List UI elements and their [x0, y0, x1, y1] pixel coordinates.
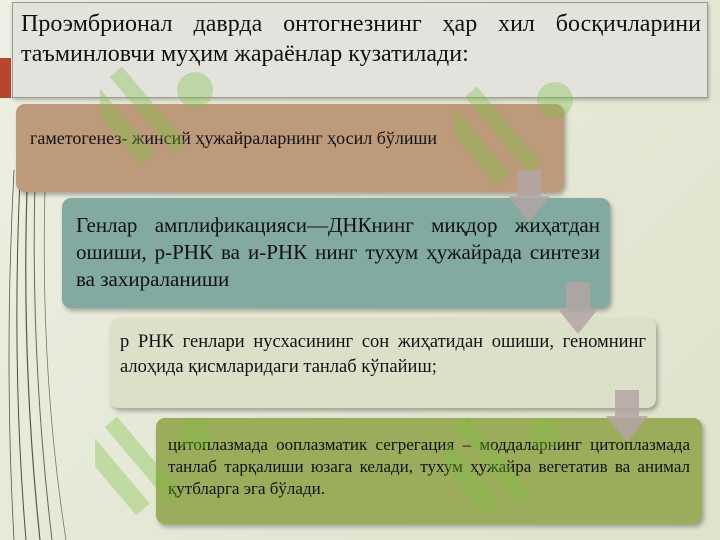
down-arrow-icon [508, 170, 550, 222]
step-box-rrna-genes: р РНК генлари нусхасининг сон жиҳатидан … [110, 318, 656, 408]
step-box-gametogenesis: гаметогенез- жинсий ҳужайраларнинг ҳосил… [16, 104, 564, 192]
step-text: р РНК генлари нусхасининг сон жиҳатидан … [120, 332, 646, 377]
step-box-gene-amplification: Генлар амплификацияси—ДНКнинг миқдор жиҳ… [62, 198, 610, 308]
step-text: цитоплазмада ооплазматик сегрегация – мо… [168, 435, 690, 498]
slide-title: Проэмбрионал даврда онтогнезнинг ҳар хил… [21, 11, 701, 67]
slide-title-box: Проэмбрионал даврда онтогнезнинг ҳар хил… [12, 2, 708, 98]
step-text: Генлар амплификацияси—ДНКнинг миқдор жиҳ… [76, 213, 600, 291]
step-box-ooplasmic-segregation: цитоплазмада ооплазматик сегрегация – мо… [156, 418, 702, 524]
down-arrow-icon [557, 282, 599, 334]
accent-mark [0, 58, 11, 98]
down-arrow-icon [606, 390, 648, 442]
step-text: гаметогенез- жинсий ҳужайраларнинг ҳосил… [30, 128, 437, 148]
